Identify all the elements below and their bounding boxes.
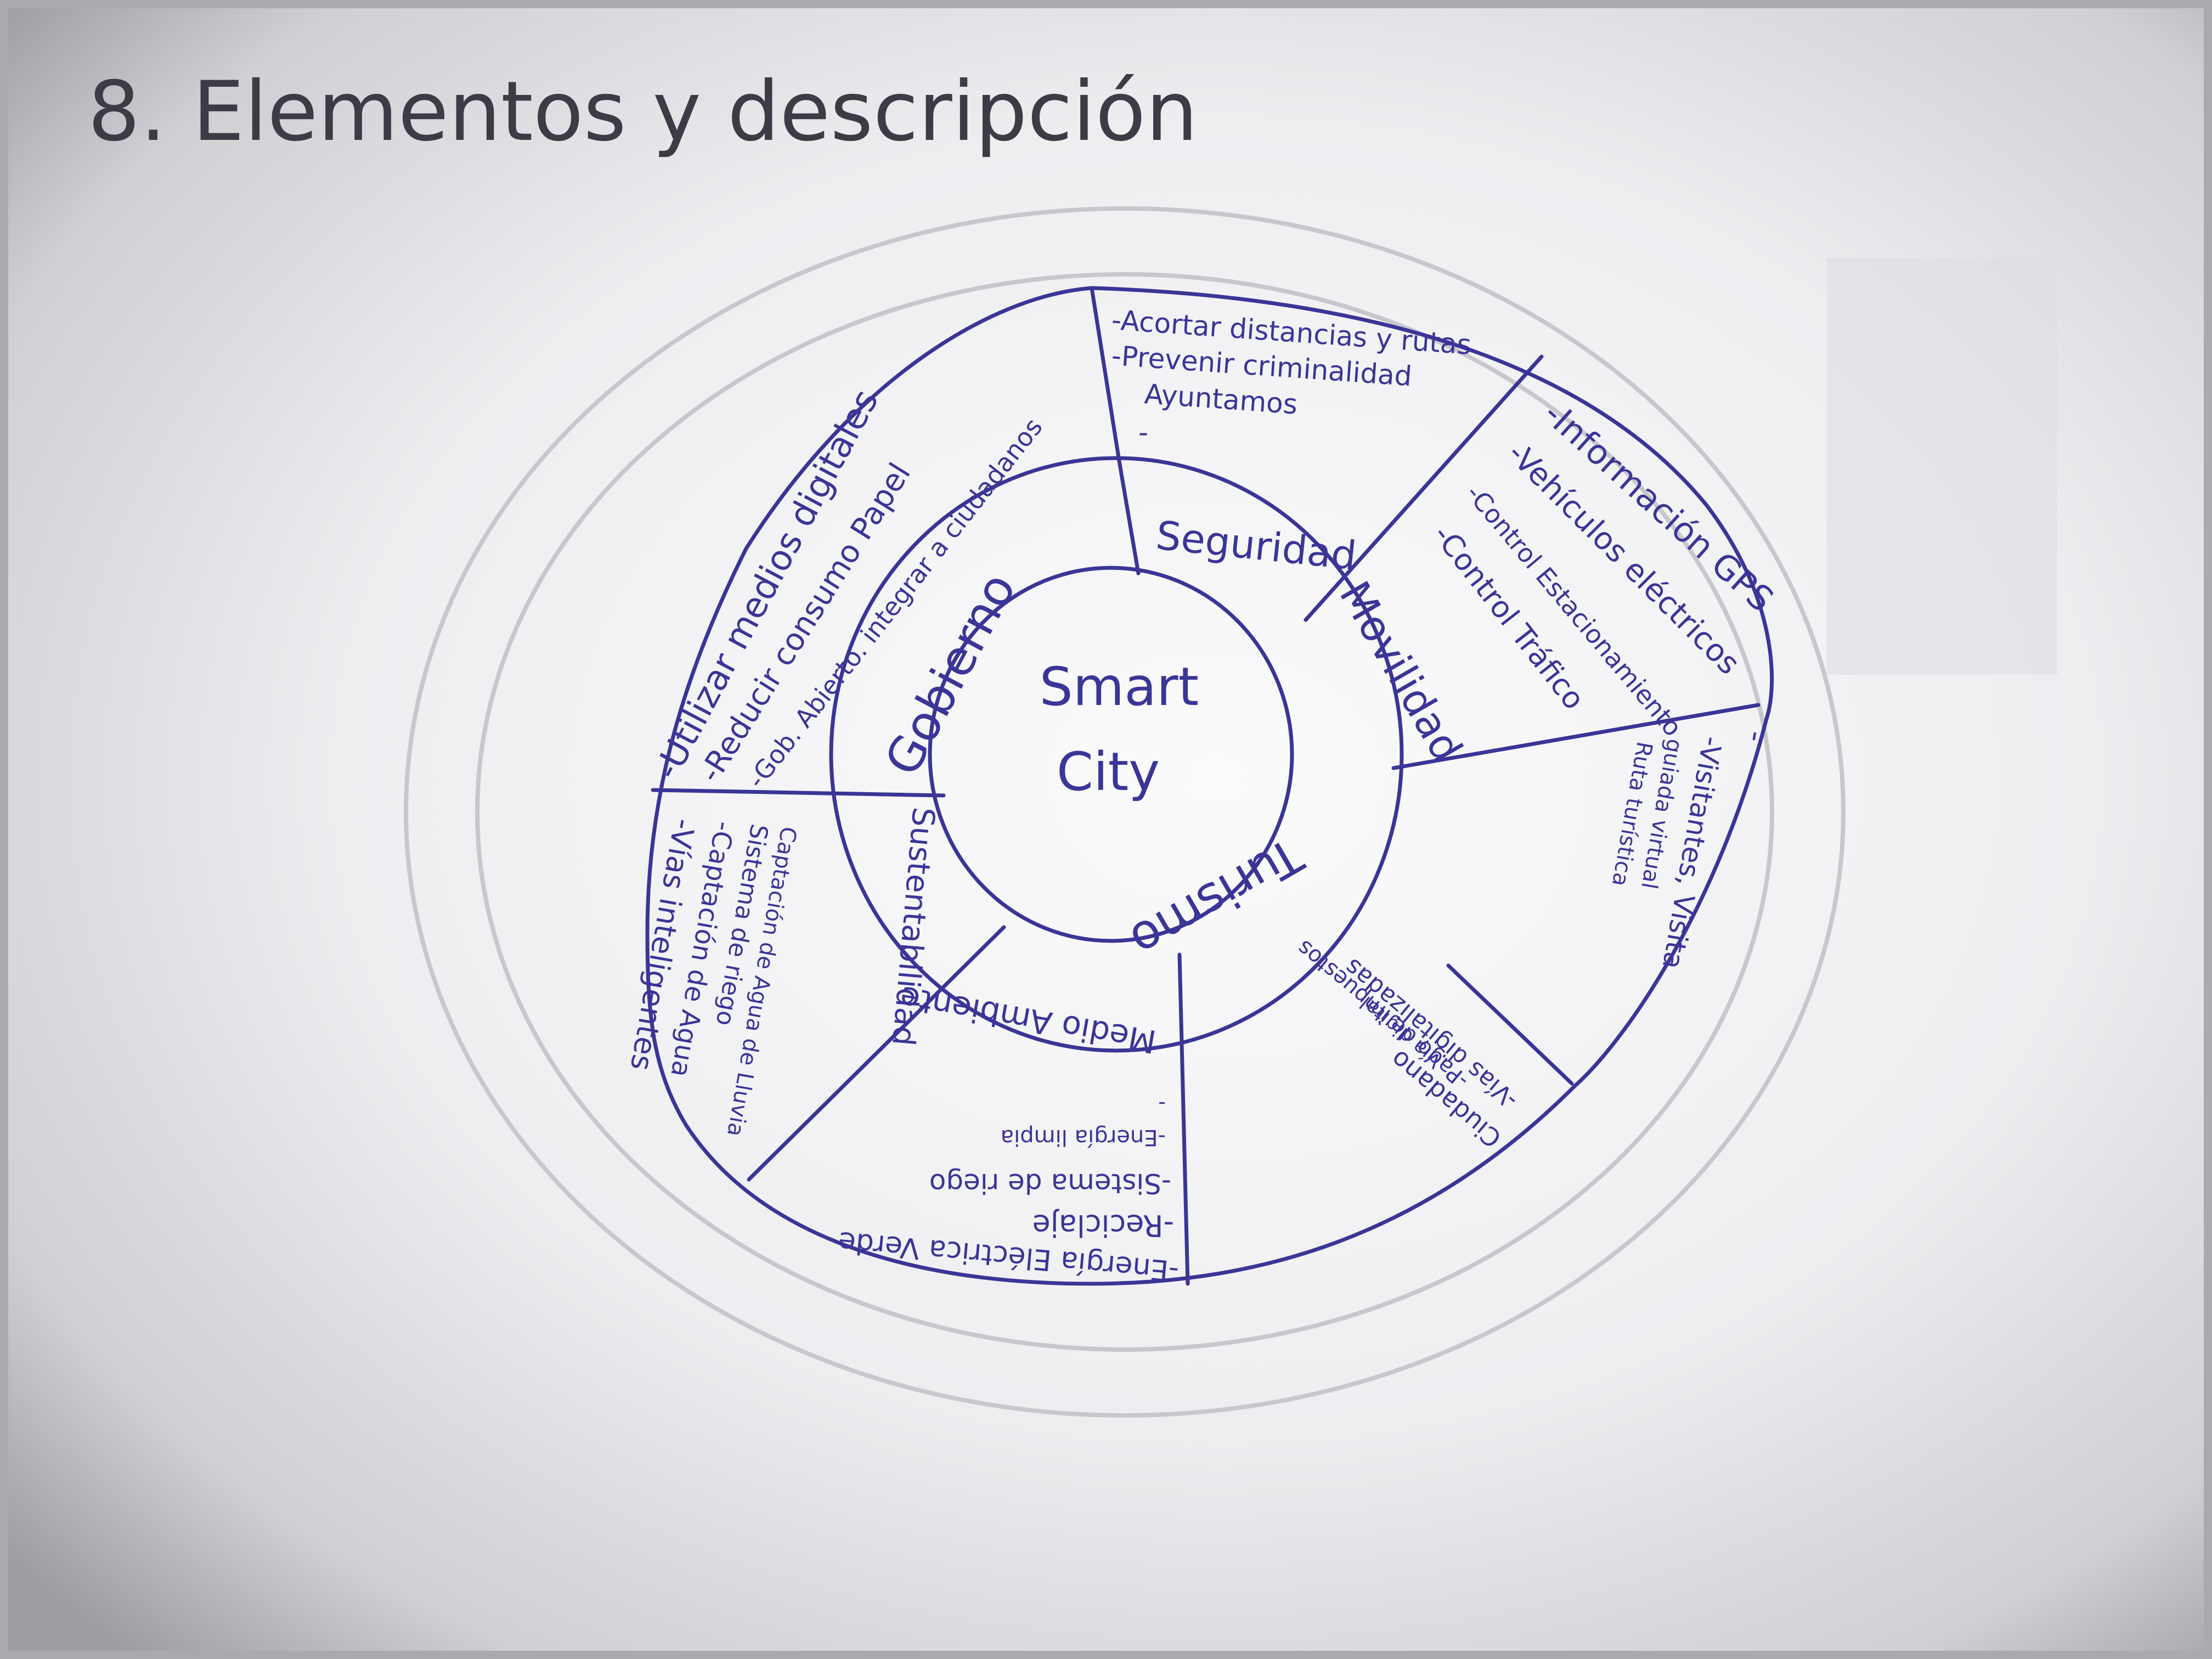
divider-movilidad-turismo [1391, 703, 1760, 770]
background-ghost-rings [404, 206, 1846, 1418]
divider-gobierno-seguridad [1090, 286, 1141, 575]
divider-sustentabilidad-gobierno [651, 788, 946, 798]
note-medio-ambiente-1: - [1158, 1092, 1166, 1116]
show-through-block [1827, 258, 2057, 675]
divider-seguridad-movilidad [1304, 354, 1544, 622]
inner-ring [928, 566, 1294, 943]
center-title-line1: Smart [1040, 656, 1199, 718]
note-medio-ambiente-3: -Sistema de riego [929, 1167, 1171, 1199]
divider-turismo-ciudadano [1446, 963, 1574, 1086]
divider-ciudadano-medioambiente [1177, 952, 1190, 1286]
divider-medioambiente-sustentabilidad [747, 925, 1006, 1182]
page-heading: 8. Elementos y descripción [88, 64, 1198, 160]
outer-ring [645, 286, 1774, 1286]
note-medio-ambiente-4: -Reciclaje [1032, 1208, 1174, 1243]
middle-ring [829, 456, 1404, 1053]
note-seguridad-4: - [1138, 416, 1148, 448]
note-medio-ambiente-2: -Energía limpia [1001, 1125, 1166, 1150]
center-title-line2: City [1057, 741, 1160, 803]
